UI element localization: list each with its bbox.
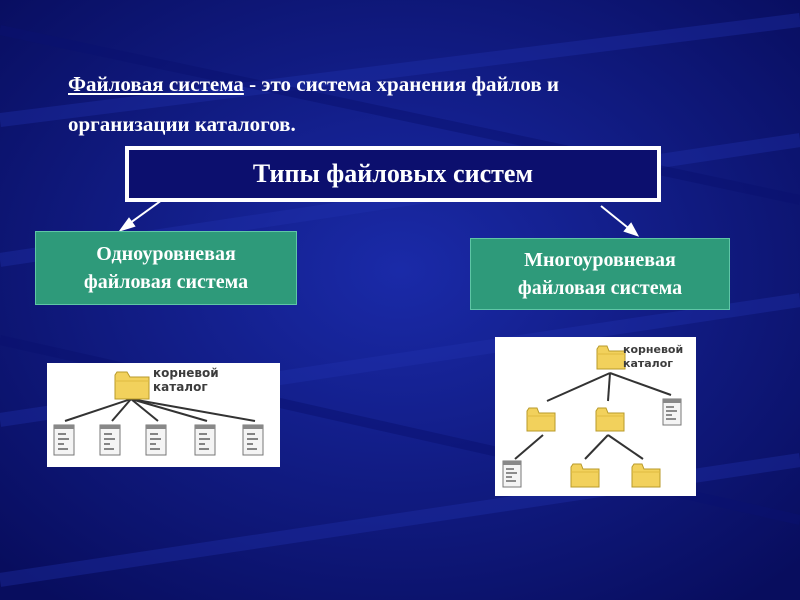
folder-icon — [631, 463, 661, 488]
multi-level-box: Многоуровневая файловая система — [470, 238, 730, 310]
folder-icon — [595, 407, 625, 432]
single-level-tree-image: корневой каталог — [47, 363, 280, 467]
multi-root-label: корневой каталог — [623, 343, 683, 371]
multi-root-label-line-1: корневой — [623, 343, 684, 356]
intro-text: Файловая система - это система хранения … — [68, 64, 748, 144]
single-root-label-line-1: корневой — [153, 366, 219, 380]
root-folder-icon — [114, 371, 150, 400]
single-level-box: Одноуровневая файловая система — [35, 231, 297, 305]
intro-term: Файловая система — [68, 72, 244, 96]
multi-level-line-1: Многоуровневая — [524, 249, 676, 271]
file-icon — [194, 424, 216, 456]
root-folder-icon — [596, 345, 626, 370]
single-level-line-2: файловая система — [83, 271, 249, 293]
types-title: Типы файловых систем — [252, 159, 534, 188]
file-icon — [662, 398, 682, 426]
file-icon — [53, 424, 75, 456]
tree-connectors — [514, 372, 672, 460]
file-icon — [502, 460, 522, 488]
intro-line-2: организации каталогов. — [68, 112, 296, 136]
single-level-line-1: Одноуровневая — [96, 243, 236, 265]
file-icon — [242, 424, 264, 456]
multi-level-tree-graphic — [502, 345, 682, 488]
folder-icon — [570, 463, 600, 488]
folder-icon — [526, 407, 556, 432]
tree-connectors — [64, 398, 256, 422]
multi-root-label-line-2: каталог — [623, 357, 674, 370]
types-title-box: Типы файловых систем — [125, 146, 661, 202]
multi-level-line-2: файловая система — [517, 277, 683, 299]
single-level-tree-graphic — [53, 371, 264, 456]
file-icon — [145, 424, 167, 456]
multi-level-tree-image: корневой каталог — [495, 337, 696, 496]
single-root-label-line-2: каталог — [153, 380, 208, 394]
intro-definition: - это система хранения файлов и — [243, 72, 560, 96]
file-icon — [99, 424, 121, 456]
single-root-label: корневой каталог — [153, 366, 219, 394]
intro-line-1: Файловая система - это система хранения … — [68, 64, 748, 104]
